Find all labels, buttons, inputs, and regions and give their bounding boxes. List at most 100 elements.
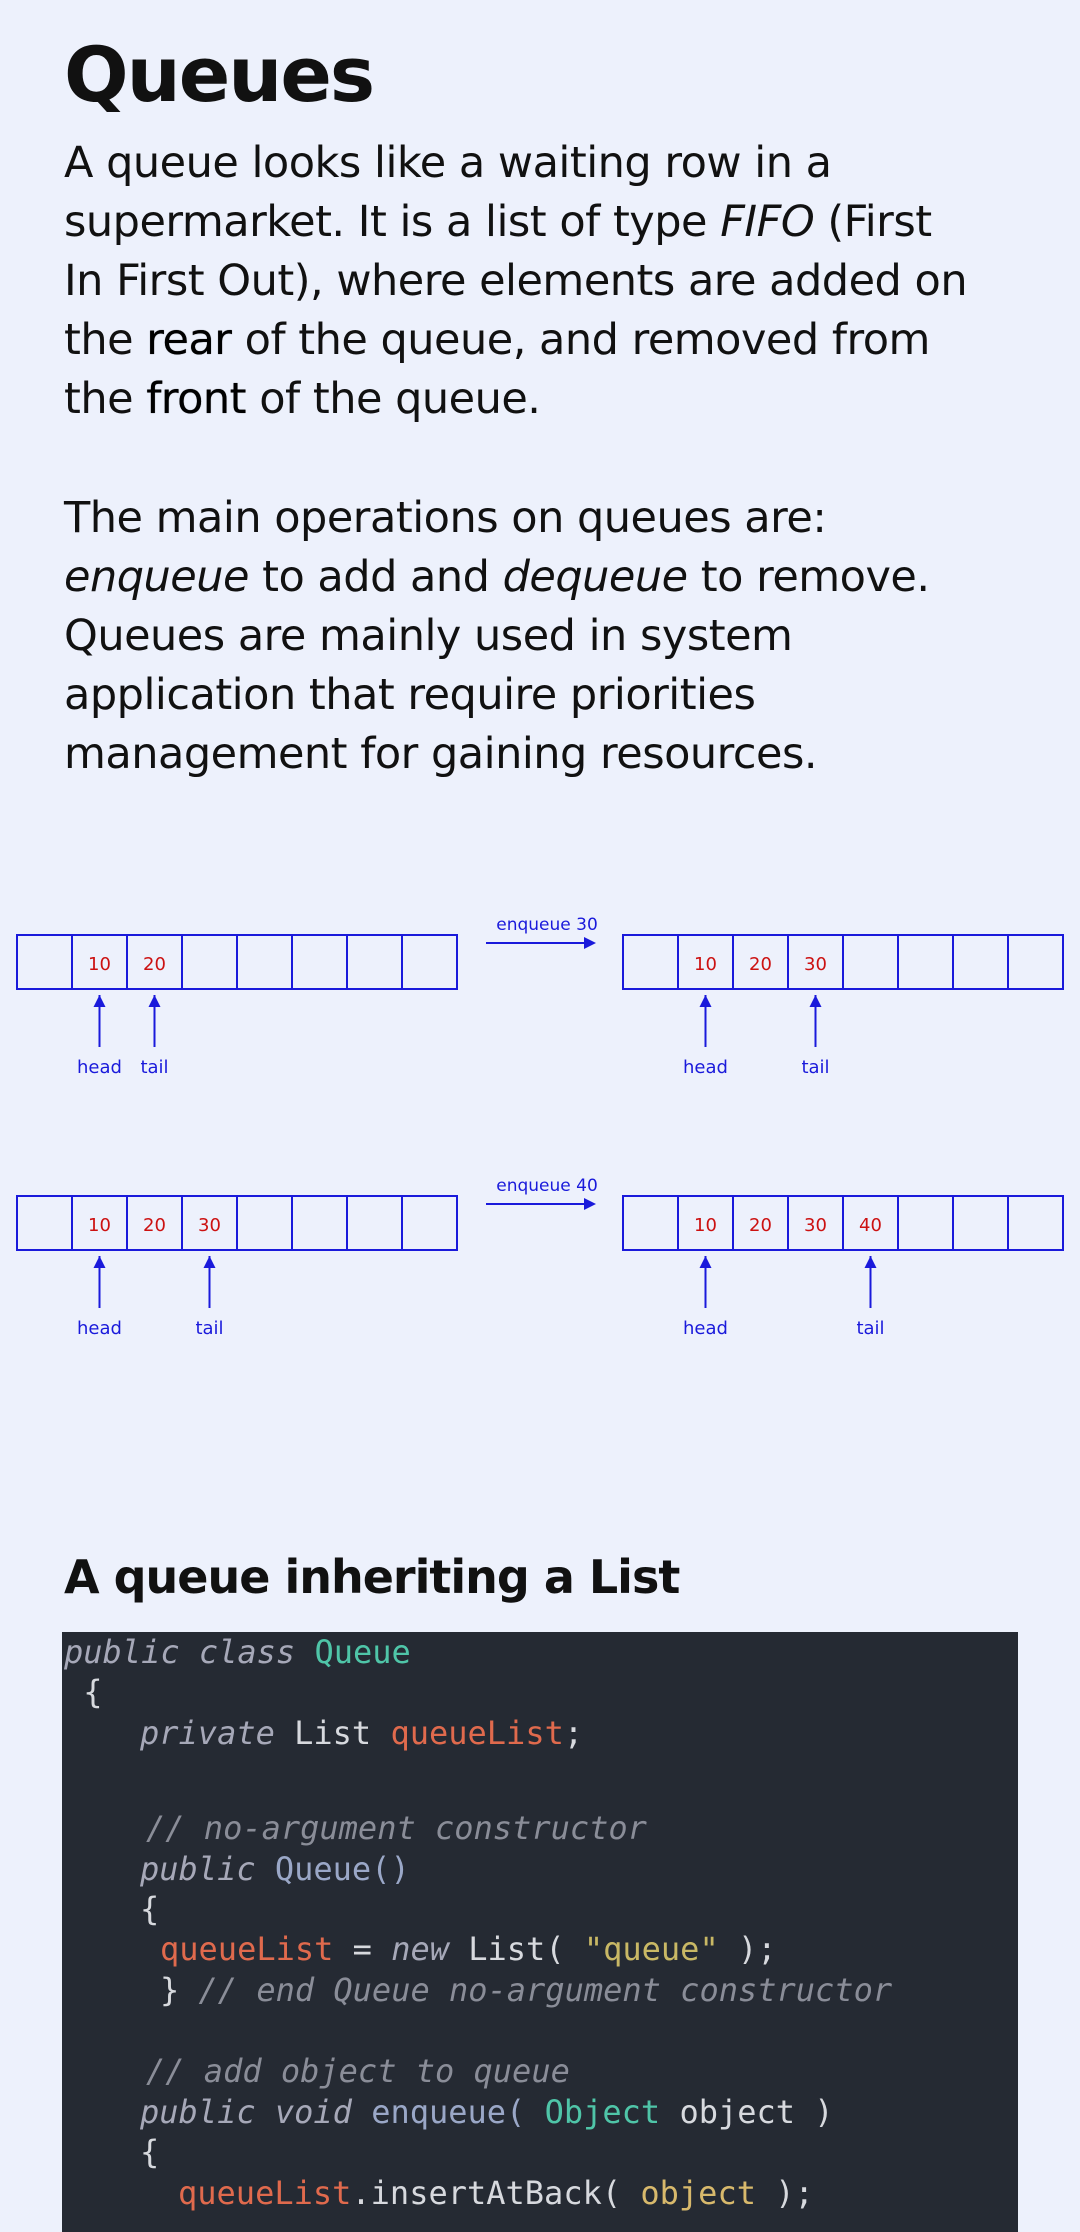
code-block: public class Queue { private List queueL…: [62, 1632, 1018, 2232]
code-string: "queue": [583, 1930, 719, 1968]
row2-after-cell: [622, 1195, 679, 1251]
row2-before-cell: [16, 1195, 73, 1251]
intro-line-2: supermarket. It is a list of type FIFO (…: [64, 193, 1024, 252]
row1-after-cell-value: 20: [749, 954, 772, 975]
row2-before-tail-arrow-head: [203, 1256, 216, 1268]
intro-paragraph: A queue looks like a waiting row in a su…: [64, 134, 1024, 429]
front-term: front: [146, 374, 247, 424]
code-function: Queue(): [274, 1850, 410, 1888]
row2-before-cell: [236, 1195, 293, 1251]
intro-line-5: the front of the queue.: [64, 370, 1024, 429]
code-brace: {: [140, 2133, 160, 2171]
row2-after-cell: [952, 1195, 1009, 1251]
row1-before-cell: [291, 934, 348, 990]
code-line-11: // add object to queue: [146, 2051, 570, 2092]
ops-line-1: The main operations on queues are:: [64, 493, 827, 543]
row1-after-cell-value: 30: [804, 954, 827, 975]
intro-line-1: A queue looks like a waiting row in a: [64, 138, 832, 188]
row1-before-head-arrow-head: [93, 995, 106, 1007]
row2-op-label: enqueue 40: [496, 1176, 598, 1196]
code-line-6: public Queue(): [140, 1849, 410, 1890]
text-run: to remove.: [687, 552, 930, 602]
code-keyword: public void: [140, 2093, 372, 2131]
code-line-2: {: [64, 1672, 103, 1713]
code-line-7: {: [140, 1889, 159, 1930]
row2-before-cell: [346, 1195, 403, 1251]
code-type: Queue: [314, 1633, 411, 1671]
row2-before-head-label: head: [77, 1318, 122, 1339]
row1-after-cell: [1007, 934, 1064, 990]
row2-after-cell-value: 30: [804, 1215, 827, 1236]
row1-after-cell: [842, 934, 899, 990]
row1-after-cell-value: 10: [694, 954, 717, 975]
intro-line-4: the rear of the queue, and removed from: [64, 311, 1024, 370]
ops-line-3: Queues are mainly used in system: [64, 611, 793, 661]
row2-before-head-arrow-head: [93, 1256, 106, 1268]
row2-after-cell-value: 10: [694, 1215, 717, 1236]
code-param: object ): [679, 2093, 834, 2131]
row2-after-cell-value: 40: [859, 1215, 882, 1236]
row2-after-cell: [1007, 1195, 1064, 1251]
ops-line-2: enqueue to add and dequeue to remove.: [64, 548, 1024, 607]
row1-before-tail-arrow-head: [148, 995, 161, 1007]
row1-before-cell: [16, 934, 73, 990]
intro-line-3: In First Out), where elements are added …: [64, 256, 968, 306]
text-run: to add and: [248, 552, 503, 602]
code-keyword: public class: [64, 1633, 315, 1671]
code-function: enqueue(: [371, 2093, 545, 2131]
code-brace: {: [64, 1673, 103, 1711]
row2-op-arrow-head: [584, 1198, 596, 1210]
code-call: .insertAtBack(: [351, 2174, 641, 2212]
row2-after-head-label: head: [683, 1318, 728, 1339]
row1-op-label: enqueue 30: [496, 915, 598, 935]
code-line-12: public void enqueue( Object object ): [140, 2092, 834, 2133]
code-field: queueList: [390, 1714, 564, 1752]
row1-before-cell: [346, 934, 403, 990]
code-line-3: private List queueList;: [140, 1713, 583, 1754]
code-comment: // end Queue no-argument constructor: [198, 1971, 893, 2009]
code-line-8: queueList = new List( "queue" );: [160, 1929, 777, 1970]
row1-after-cell: [952, 934, 1009, 990]
enqueue-term: enqueue: [64, 552, 249, 602]
row1-before-head-label: head: [77, 1057, 122, 1078]
text-run: the: [64, 374, 147, 424]
code-line-5: // no-argument constructor: [146, 1808, 647, 1849]
row2-before-cell-value: 20: [143, 1215, 166, 1236]
code-brace: }: [160, 1971, 199, 2009]
operations-paragraph: The main operations on queues are: enque…: [64, 489, 1024, 784]
code-keyword: private: [140, 1714, 295, 1752]
page-title: Queues: [64, 30, 375, 119]
text-run: supermarket. It is a list of type: [64, 197, 721, 247]
code-line-1: public class Queue: [64, 1632, 411, 1673]
code-type: List: [294, 1714, 391, 1752]
code-comment: // no-argument constructor: [146, 1809, 647, 1847]
text-run: of the queue, and removed from: [231, 315, 931, 365]
row2-after-tail-label: tail: [856, 1318, 884, 1339]
ops-line-4: application that require priorities: [64, 670, 756, 720]
code-punct: );: [755, 2174, 814, 2212]
fifo-term: FIFO: [720, 197, 815, 247]
row1-after-tail-arrow-head: [809, 995, 822, 1007]
row2-before-tail-label: tail: [195, 1318, 223, 1339]
row1-after-cell: [622, 934, 679, 990]
row1-before-cell: [236, 934, 293, 990]
row1-after-head-arrow-head: [699, 995, 712, 1007]
row2-after-cell-value: 20: [749, 1215, 772, 1236]
code-field: queueList: [178, 2174, 352, 2212]
row2-before-cell-value: 30: [198, 1215, 221, 1236]
row1-after-cell: [897, 934, 954, 990]
code-line-13: {: [140, 2132, 159, 2173]
row2-before-cell: [291, 1195, 348, 1251]
row2-before-cell: [401, 1195, 458, 1251]
code-punct: );: [718, 1930, 777, 1968]
row1-op-arrow-head: [584, 937, 596, 949]
text-run: (First: [814, 197, 932, 247]
dequeue-term: dequeue: [502, 552, 688, 602]
row1-after-head-label: head: [683, 1057, 728, 1078]
text-run: the: [64, 315, 147, 365]
code-brace: {: [140, 1890, 160, 1928]
rear-term: rear: [146, 315, 232, 365]
code-line-14: queueList.insertAtBack( object );: [178, 2173, 814, 2214]
code-argument: object: [640, 2174, 756, 2212]
code-comment: // add object to queue: [146, 2052, 570, 2090]
